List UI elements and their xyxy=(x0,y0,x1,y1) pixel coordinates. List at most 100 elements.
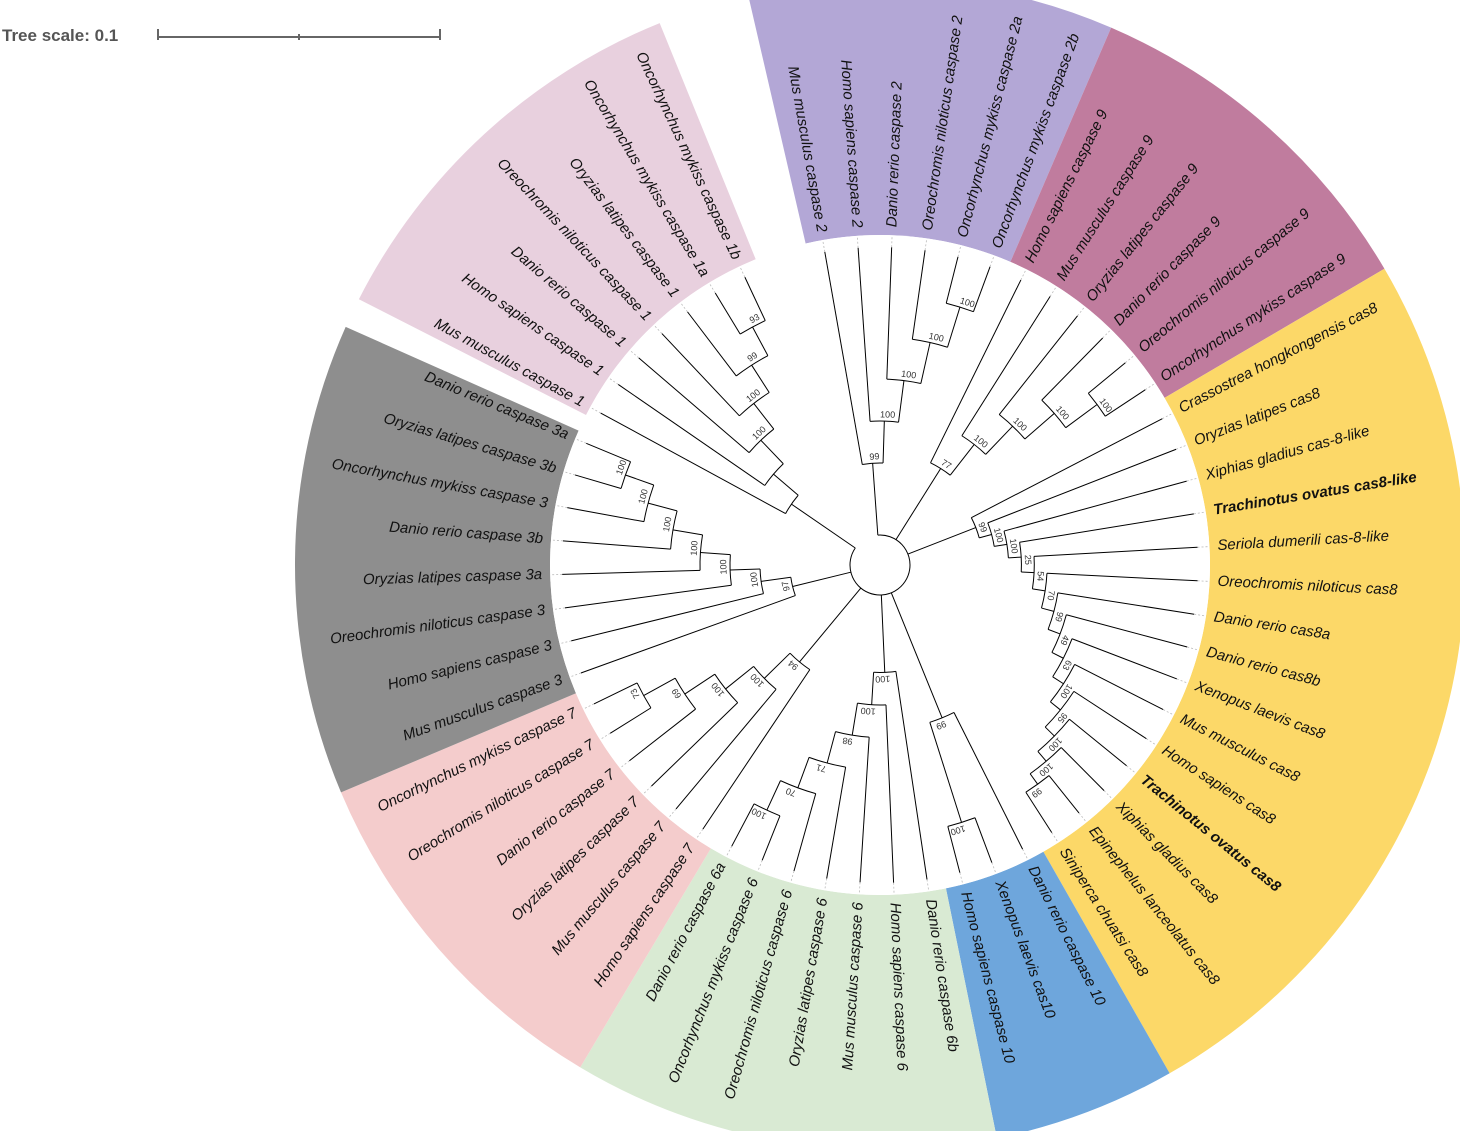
leaf-guide xyxy=(642,785,652,795)
branch-line xyxy=(700,552,731,556)
branch-line xyxy=(953,712,1024,850)
branch-line xyxy=(661,333,740,417)
leaf-guide xyxy=(599,732,611,740)
leaf-guide xyxy=(1176,444,1188,450)
leaf-guide xyxy=(739,266,746,278)
branch-line xyxy=(672,529,703,536)
branch-arc xyxy=(1041,399,1067,428)
leaf-guide xyxy=(569,672,582,678)
tree-branches xyxy=(562,247,1198,883)
branch-line xyxy=(994,543,1007,547)
branch-line xyxy=(972,266,991,312)
leaf-guide xyxy=(790,871,795,883)
branch-line xyxy=(895,468,942,540)
branch-line xyxy=(979,533,992,539)
leaf-guide xyxy=(1103,790,1113,800)
branch-arc xyxy=(780,780,816,795)
branch-line xyxy=(1066,614,1188,648)
branch-line xyxy=(799,587,862,663)
clade-sector-caspase-1 xyxy=(358,23,756,416)
branch-arc xyxy=(789,652,811,671)
branch-line xyxy=(586,442,631,463)
branch-line xyxy=(766,780,781,811)
branch-line xyxy=(562,540,671,550)
clade-sectors xyxy=(295,0,1460,1131)
branch-line xyxy=(791,503,856,549)
branch-line xyxy=(1050,701,1061,711)
leaf-guide xyxy=(679,302,688,313)
branch-arc xyxy=(753,803,781,817)
leaf-guide xyxy=(1186,477,1199,482)
branch-line xyxy=(567,507,645,523)
leaf-guide xyxy=(1020,268,1027,281)
leaf-guide-lines xyxy=(550,235,1210,895)
branch-line xyxy=(911,250,926,340)
branch-line xyxy=(1025,791,1053,833)
clade-sector-caspase-3 xyxy=(295,326,579,793)
bootstrap-value: 70 xyxy=(1045,590,1056,601)
branch-line xyxy=(1032,588,1046,592)
leaf-guide xyxy=(822,239,826,252)
branch-line xyxy=(1003,480,1187,532)
branch-line xyxy=(793,793,817,872)
branch-line xyxy=(600,412,786,515)
branch-line xyxy=(638,357,750,454)
leaf-guide xyxy=(1162,412,1174,420)
branch-arc xyxy=(1041,573,1048,609)
bootstrap-value: 77 xyxy=(939,457,953,471)
leaf-guide xyxy=(1176,678,1189,684)
tree-scale-tick-mid xyxy=(298,34,300,40)
leaf-guide xyxy=(1125,354,1135,364)
branch-line xyxy=(574,474,622,490)
branch-arc xyxy=(729,554,732,586)
branch-line xyxy=(725,666,754,690)
branch-arc xyxy=(739,392,770,417)
branch-line xyxy=(564,584,732,609)
branch-line xyxy=(930,279,1022,464)
leaf-guide xyxy=(924,238,928,251)
leaf-guide xyxy=(824,878,828,891)
leaf-label: Oryzias latipes caspase 3a xyxy=(363,566,543,588)
bootstrap-value: 100 xyxy=(875,674,890,685)
leaf-guide xyxy=(1193,511,1206,515)
clade-sector-caspase-7 xyxy=(341,693,711,1068)
leaf-label: Danio rerio caspase 2 xyxy=(883,80,905,227)
branch-line xyxy=(947,826,961,873)
branch-arc xyxy=(643,484,655,522)
branch-line xyxy=(1041,607,1055,612)
branch-arc xyxy=(636,682,652,709)
bootstrap-value: 99 xyxy=(935,719,948,732)
branch-arc xyxy=(849,534,911,596)
leaf-guide xyxy=(608,377,619,385)
leaf-guide xyxy=(708,282,716,294)
leaf-guide xyxy=(589,406,601,414)
branch-line xyxy=(792,571,851,588)
branch-line xyxy=(1052,676,1064,685)
branch-line xyxy=(826,767,847,879)
leaf-guide xyxy=(559,640,572,645)
bootstrap-value: 93 xyxy=(748,312,762,326)
branch-arc xyxy=(998,414,1026,440)
leaf-guide xyxy=(926,879,930,892)
leaf-guide xyxy=(629,349,639,359)
branch-line xyxy=(1105,389,1146,417)
branch-line xyxy=(562,569,701,575)
leaf-guide xyxy=(1187,646,1199,651)
branch-line xyxy=(1065,404,1098,429)
branch-line xyxy=(752,326,769,356)
branch-line xyxy=(714,292,741,335)
branch-line xyxy=(826,731,837,764)
branch-line xyxy=(1047,628,1061,635)
clade-sector-caspase-2 xyxy=(749,0,1112,262)
branch-line xyxy=(744,276,766,321)
bootstrap-value: 25 xyxy=(1023,555,1034,566)
branch-line xyxy=(929,722,963,823)
bootstrap-value: 69 xyxy=(670,687,684,701)
branch-line xyxy=(763,652,791,679)
bootstrap-value: 100 xyxy=(880,409,895,419)
leaf-guide xyxy=(653,324,663,334)
branch-arc xyxy=(835,731,870,738)
branch-line xyxy=(1071,638,1178,680)
branch-line xyxy=(824,251,863,465)
